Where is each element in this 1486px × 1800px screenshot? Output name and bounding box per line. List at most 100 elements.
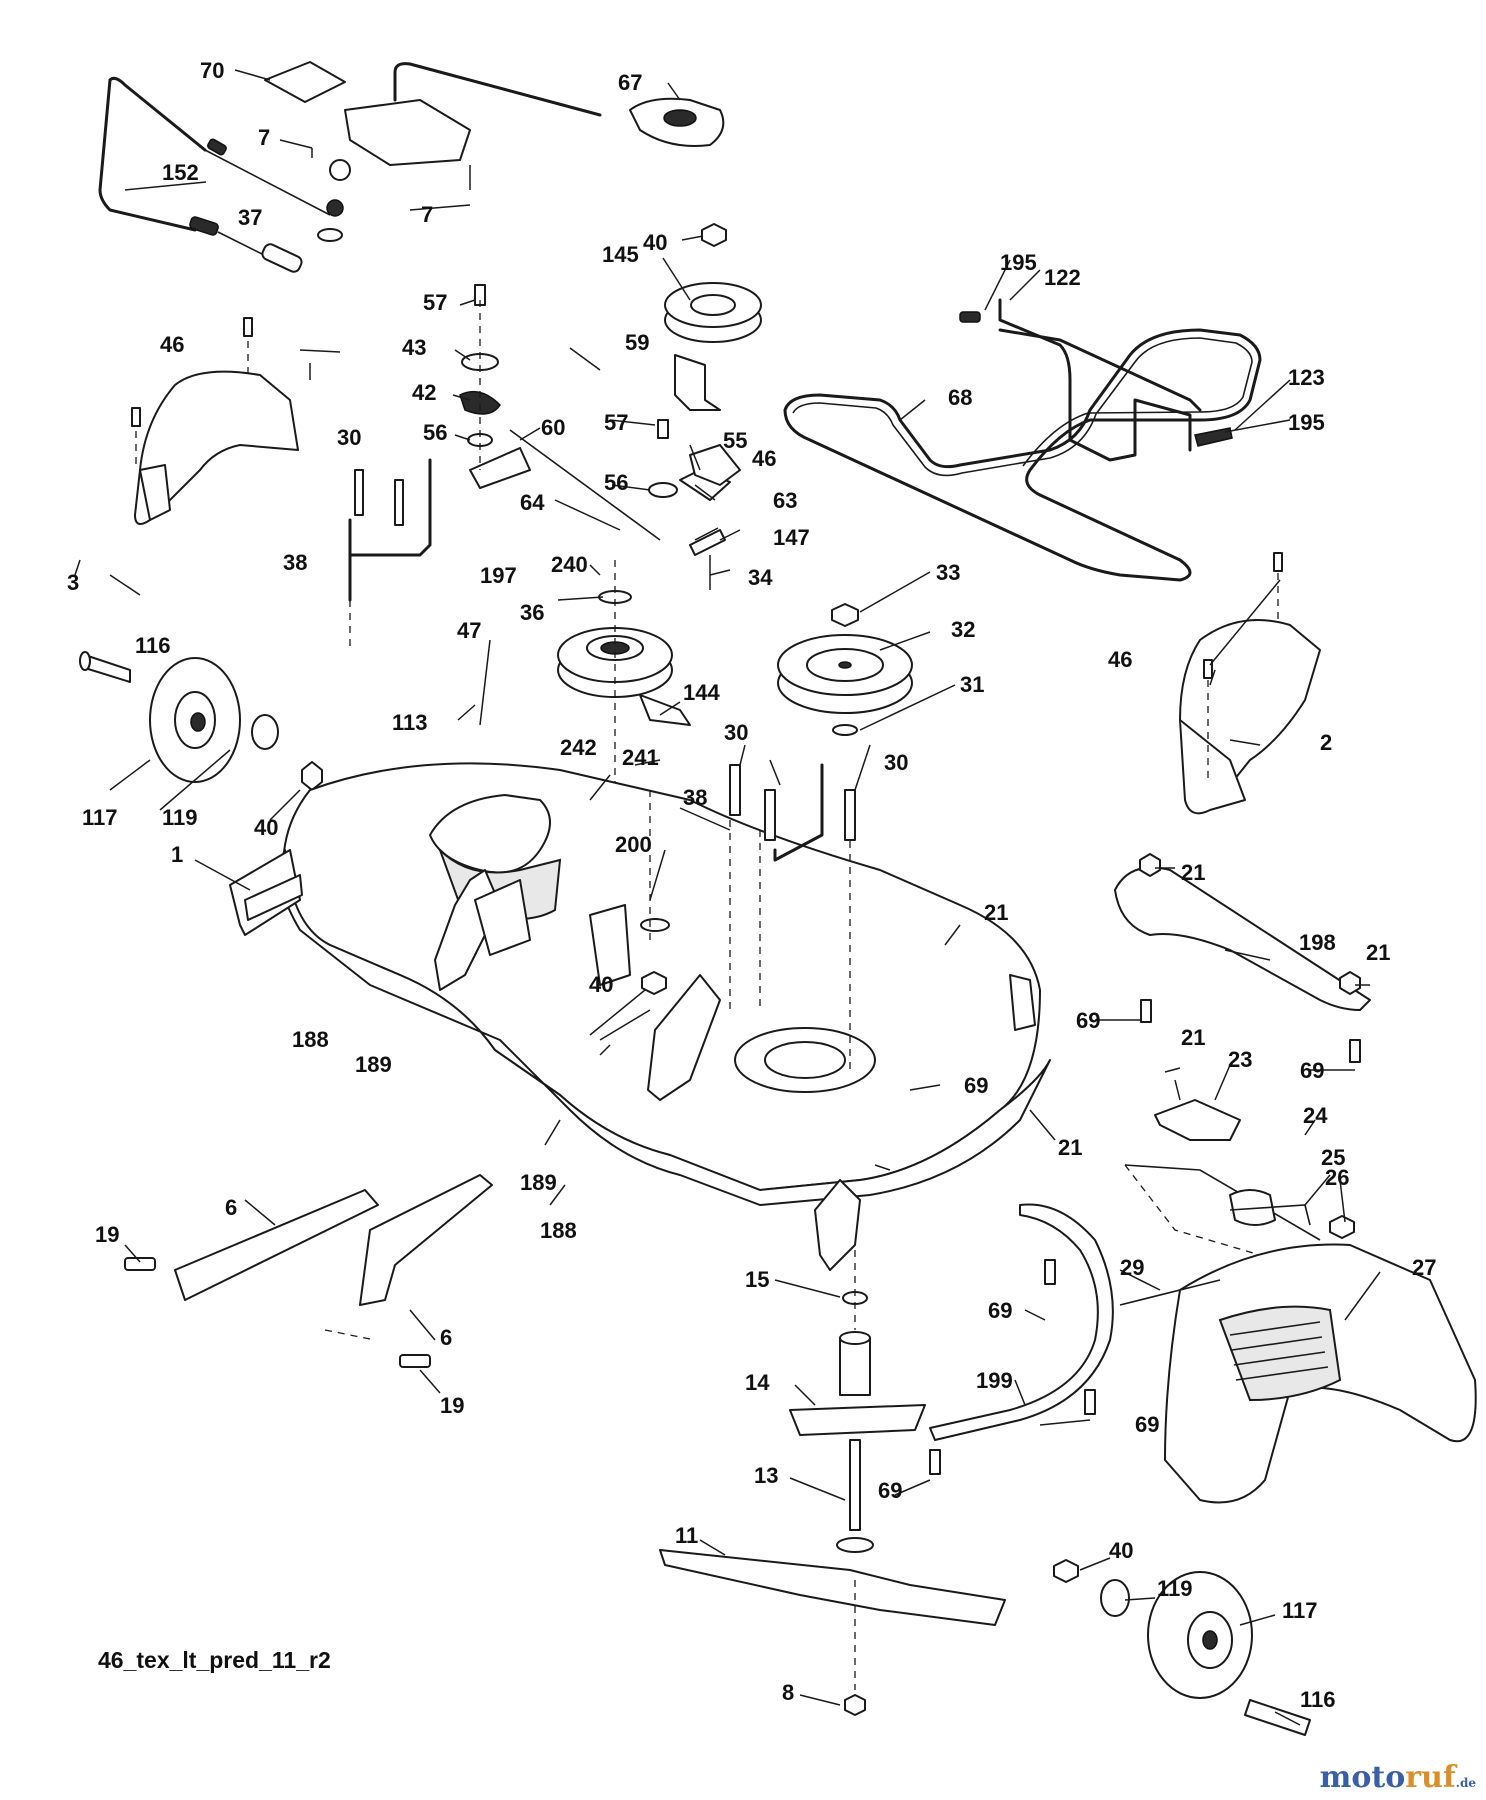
- mower-deck: [229, 762, 1051, 1271]
- callout: 47: [457, 618, 481, 643]
- pulley-32: [777, 603, 913, 736]
- callout: 242: [560, 735, 597, 760]
- belt-cover-left: [131, 317, 299, 525]
- callout: 55: [723, 428, 747, 453]
- leader-lines: [74, 69, 1381, 1726]
- deflector-bracket-198: [1114, 853, 1371, 1063]
- callout: 15: [745, 1267, 769, 1292]
- callout: 38: [283, 550, 307, 575]
- callout: 69: [1135, 1412, 1159, 1437]
- callout: 144: [683, 680, 720, 705]
- callout: 152: [162, 160, 199, 185]
- callout: 145: [602, 242, 639, 267]
- callout: 64: [520, 490, 545, 515]
- spindle-assembly: [789, 1250, 926, 1553]
- callout: 19: [440, 1393, 464, 1418]
- discharge-chute-27: [1119, 1243, 1477, 1504]
- callout: 56: [423, 420, 447, 445]
- callout: 31: [960, 672, 984, 697]
- callout: 116: [1300, 1687, 1336, 1712]
- callout: 1: [171, 842, 183, 867]
- callout: 6: [440, 1325, 452, 1350]
- callout: 69: [1076, 1008, 1100, 1033]
- lift-handle-assembly: [98, 61, 725, 273]
- callout: 2: [1320, 730, 1332, 755]
- callout: 123: [1288, 365, 1325, 390]
- belt-cover-right: [1179, 552, 1321, 815]
- callout: 59: [625, 330, 649, 355]
- tie-rod-assembly: [959, 298, 1233, 462]
- deflector-rod-199: [929, 1203, 1114, 1475]
- callout: 195: [1000, 250, 1037, 275]
- callout: 25: [1321, 1145, 1345, 1170]
- callout: 27: [1412, 1255, 1436, 1280]
- callout: 147: [773, 525, 810, 550]
- callout: 21: [1181, 1025, 1205, 1050]
- pulley-36: [557, 560, 691, 870]
- callout: 23: [1228, 1047, 1252, 1072]
- callout: 199: [976, 1368, 1013, 1393]
- callout: 63: [773, 488, 797, 513]
- callout: 29: [1120, 1255, 1144, 1280]
- callout: 69: [964, 1073, 988, 1098]
- left-bracket-assembly: [348, 284, 531, 650]
- callout: 13: [754, 1463, 778, 1488]
- callout: 122: [1044, 265, 1081, 290]
- callout: 116: [135, 633, 171, 658]
- callout: 37: [238, 205, 262, 230]
- callout: 42: [412, 380, 436, 405]
- wheel-left: [79, 651, 323, 791]
- callout: 69: [1300, 1058, 1324, 1083]
- callout-labels: 70 67 7 152 37 7 40 145 195 122 57 43 59…: [67, 58, 1436, 1712]
- callout: 200: [615, 832, 652, 857]
- drive-belt-68: [783, 328, 1262, 582]
- callout: 36: [520, 600, 544, 625]
- callout: 117: [82, 805, 118, 830]
- callout: 21: [1058, 1135, 1082, 1160]
- callout: 38: [683, 785, 707, 810]
- callout: 26: [1325, 1165, 1349, 1190]
- callout: 113: [392, 710, 428, 735]
- callout: 21: [984, 900, 1008, 925]
- callout: 11: [675, 1523, 698, 1548]
- callout: 40: [643, 230, 667, 255]
- callout: 241: [622, 745, 659, 770]
- callout: 68: [948, 385, 972, 410]
- callout: 69: [988, 1298, 1012, 1323]
- watermark-brand-b: ruf: [1405, 1760, 1456, 1795]
- callout: 30: [884, 750, 908, 775]
- callout: 188: [292, 1027, 329, 1052]
- callout: 34: [748, 565, 773, 590]
- callout: 117: [1282, 1598, 1318, 1623]
- callout: 21: [1366, 940, 1390, 965]
- callout: 198: [1299, 930, 1336, 955]
- callout: 56: [604, 470, 628, 495]
- callout: 40: [1109, 1538, 1133, 1563]
- idler-pulley-assembly: [509, 223, 762, 590]
- callout: 57: [604, 410, 628, 435]
- callout: 7: [421, 202, 433, 227]
- callout: 119: [1157, 1576, 1193, 1601]
- blade: [659, 1549, 1006, 1716]
- callout: 189: [520, 1170, 557, 1195]
- callout: 33: [936, 560, 960, 585]
- callout: 30: [724, 720, 748, 745]
- callout: 70: [200, 58, 224, 83]
- callout: 14: [745, 1370, 770, 1395]
- callout: 188: [540, 1218, 577, 1243]
- callout: 240: [551, 552, 588, 577]
- callout: 46: [752, 446, 776, 471]
- callout: 46: [1108, 647, 1132, 672]
- callout: 24: [1303, 1103, 1328, 1128]
- callout: 8: [782, 1680, 794, 1705]
- watermark-brand-a: moto: [1319, 1760, 1406, 1795]
- callout: 21: [1181, 860, 1205, 885]
- callout: 40: [254, 815, 278, 840]
- hanger-bracket-6: [124, 1174, 493, 1368]
- callout: 7: [258, 125, 270, 150]
- wheel-right: [1053, 1559, 1311, 1736]
- watermark-suffix: .de: [1455, 1776, 1476, 1790]
- callout: 46: [160, 332, 184, 357]
- callout: 19: [95, 1222, 119, 1247]
